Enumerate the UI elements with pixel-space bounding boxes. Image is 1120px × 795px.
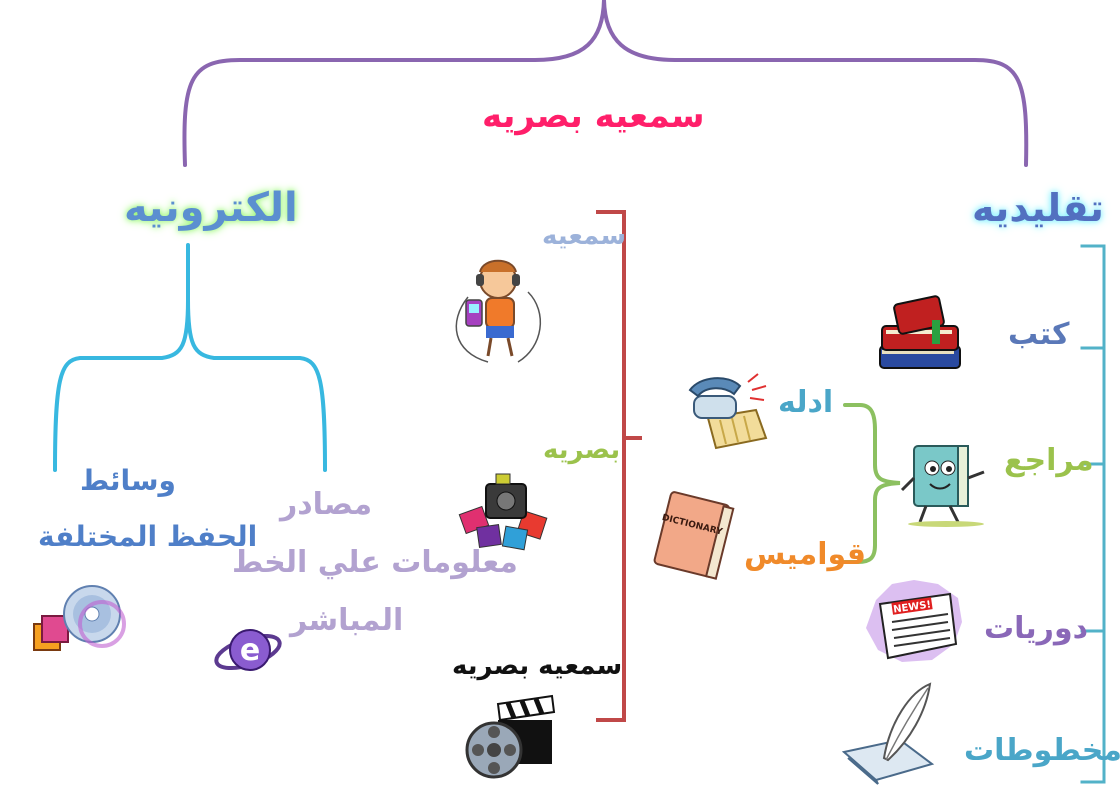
audio-label: سمعيه xyxy=(542,221,627,251)
directories-label: ادله xyxy=(778,385,834,420)
audiovisual-label: سمعيه بصريه xyxy=(452,651,623,681)
periodicals-label: دوريات xyxy=(984,611,1088,646)
newspaper-headline: NEWS! xyxy=(893,599,932,615)
visual-label: بصريه xyxy=(543,435,621,465)
dictionary-icon: DICTIONARY xyxy=(653,491,735,580)
traditional-bracket xyxy=(1080,244,1106,784)
film-reel-clapper-icon xyxy=(465,694,556,779)
books-stack-icon xyxy=(879,295,961,369)
books-label: كتب xyxy=(1008,317,1070,352)
electronic-title: الكترونيه xyxy=(124,185,298,231)
phone-directory-icon xyxy=(688,373,768,450)
storage-media-label-line1: وسائط xyxy=(80,464,176,497)
electronic-brace xyxy=(53,243,190,472)
svg-text:e: e xyxy=(240,633,260,668)
manuscripts-label: مخطوطات xyxy=(964,733,1120,768)
online-sources-label-line3: المباشر xyxy=(290,603,404,638)
child-headphones-icon xyxy=(455,259,542,363)
top-brace xyxy=(182,0,1029,167)
references-label: مراجع xyxy=(1004,443,1094,478)
traditional-title: تقليديه xyxy=(972,186,1104,230)
cd-disc-icon xyxy=(33,585,126,651)
projector-slides-icon xyxy=(458,473,548,551)
center-title: سمعيه بصريه xyxy=(482,96,705,136)
online-sources-label-line1: مصادر xyxy=(280,487,373,522)
storage-media-label-line2: الحفظ المختلفة xyxy=(38,520,258,553)
references-brace xyxy=(841,403,901,564)
electronic-brace-right xyxy=(186,298,327,472)
internet-explorer-icon: e xyxy=(214,629,282,671)
quill-paper-icon xyxy=(841,682,935,785)
cartoon-book-icon xyxy=(900,445,985,527)
online-sources-label-line2: معلومات علي الخط xyxy=(232,545,518,580)
dictionaries-label: قواميس xyxy=(744,537,866,572)
newspaper-icon: NEWS! xyxy=(866,580,962,662)
audiovisual-bracket xyxy=(596,210,642,722)
